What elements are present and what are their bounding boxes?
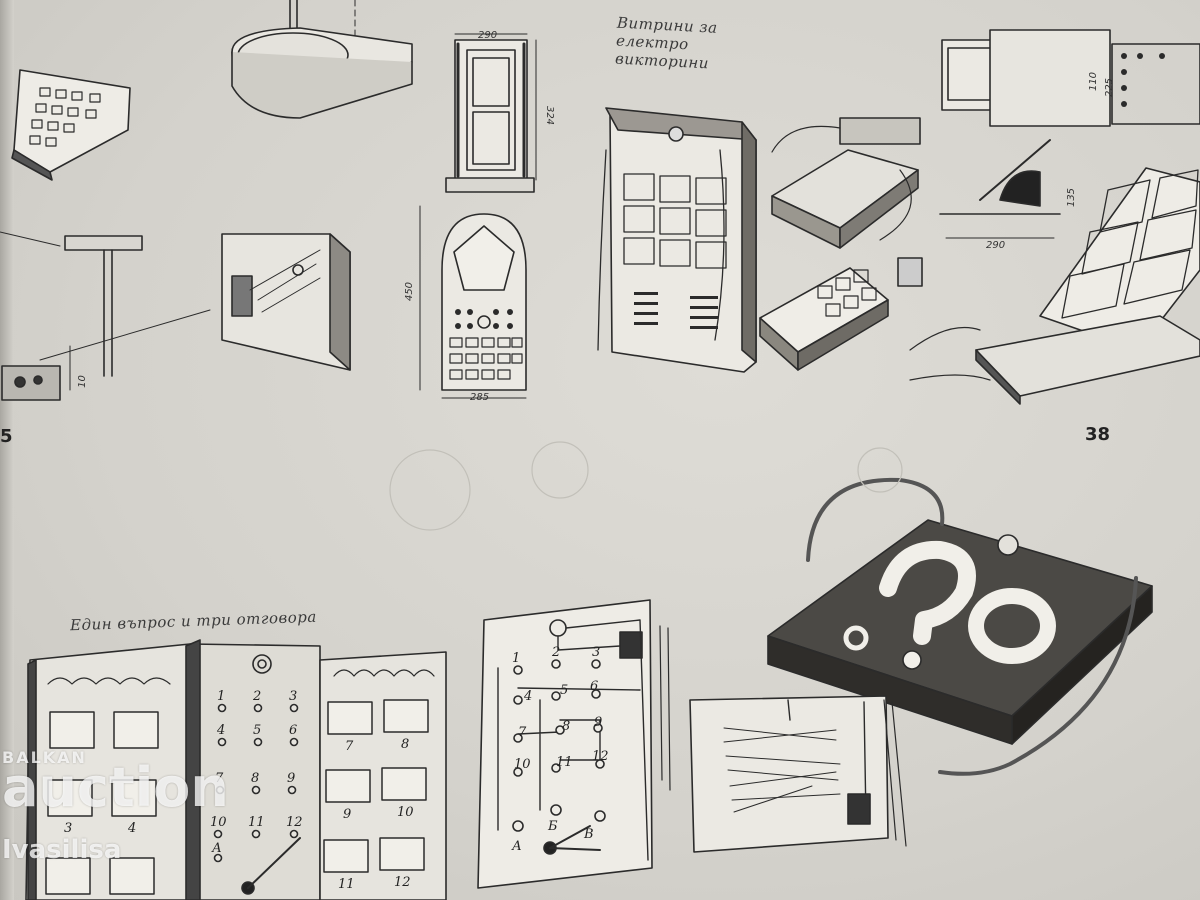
tilted-card-board-illustration [909, 167, 1200, 405]
schematic-number: 3 [592, 645, 600, 660]
dimension-label: 135 [1066, 187, 1078, 208]
schematic-number: 2 [551, 645, 560, 660]
board-number: 5 [253, 723, 261, 738]
schematic-number: 10 [514, 757, 531, 772]
lamp-stand-illustration [0, 231, 211, 401]
card-number: 8 [401, 737, 409, 752]
board-number: 4 [216, 723, 225, 738]
dimension-label: 324 [544, 105, 556, 126]
card-number: 10 [397, 805, 414, 820]
schematic-letter: Б [547, 819, 558, 834]
showcase-cabinet-illustration [597, 107, 757, 373]
board-number: 8 [251, 771, 259, 786]
board-number: 9 [287, 771, 295, 786]
dimension-label: 285 [470, 392, 490, 403]
board-number: 2 [252, 689, 261, 704]
card-number: 3 [64, 821, 72, 836]
schematic-number: 11 [556, 755, 573, 770]
watermark-username: Ivasilisa [2, 835, 122, 865]
schematic-number: 6 [590, 679, 598, 694]
frame-front-view-drawing [445, 33, 537, 193]
wiring-schematic-drawing [477, 599, 671, 889]
card-number: 4 [127, 821, 136, 836]
question-board-illustration [767, 477, 1153, 776]
dimension-label: 290 [986, 240, 1006, 251]
window-box-illustration [221, 233, 351, 371]
dimension-label: 110 [1088, 71, 1100, 92]
keypad-fragment-illustration [11, 69, 131, 181]
dimension-label: 290 [478, 30, 498, 41]
board-number: 12 [286, 815, 303, 830]
dimension-label: 450 [404, 281, 416, 302]
card-number: 9 [343, 807, 351, 822]
bleed-through-marks [389, 441, 903, 531]
mechanism-drawing [897, 29, 1200, 287]
schematic-number: 9 [594, 715, 602, 730]
schematic-number: 4 [523, 689, 532, 704]
watermark-brand: BALKAN [2, 748, 87, 767]
schematic-number: 5 [560, 683, 568, 698]
board-letter: А [211, 841, 222, 856]
schematic-letter: В [583, 827, 594, 842]
schematic-number: 7 [518, 725, 527, 740]
schematic-letter: А [511, 839, 522, 854]
card-number: 12 [394, 875, 411, 890]
small-keypad-illustration [759, 267, 889, 371]
card-number: 11 [338, 877, 355, 892]
figure-number: 38 [1085, 424, 1111, 445]
watermark: BALKAN auction Ivasilisa [2, 748, 229, 865]
back-panel-wiring-drawing [689, 695, 907, 853]
schematic-number: 12 [592, 749, 609, 764]
board-number: 3 [289, 689, 297, 704]
dimension-label: 10 [76, 375, 88, 388]
board-number: 10 [210, 815, 227, 830]
board-number: 11 [248, 815, 265, 830]
board-number: 6 [289, 723, 297, 738]
schematic-number: 1 [512, 651, 520, 666]
board-number: 1 [217, 689, 225, 704]
watermark-logo-text: auction [2, 756, 229, 819]
folding-quiz-board-illustration [25, 639, 447, 900]
card-number: 7 [345, 739, 354, 754]
page-spine [0, 0, 14, 900]
page-edge-number: 5 [0, 426, 13, 447]
arched-panel-drawing [419, 205, 527, 399]
showcase-caption: Витрини за електро викторини [614, 13, 719, 73]
board-number: 7 [215, 771, 224, 786]
dimension-label: 225 [1104, 77, 1116, 98]
schematic-number: 8 [562, 719, 570, 734]
lamp-base-illustration [231, 0, 413, 119]
tray-box-illustration [771, 117, 921, 249]
